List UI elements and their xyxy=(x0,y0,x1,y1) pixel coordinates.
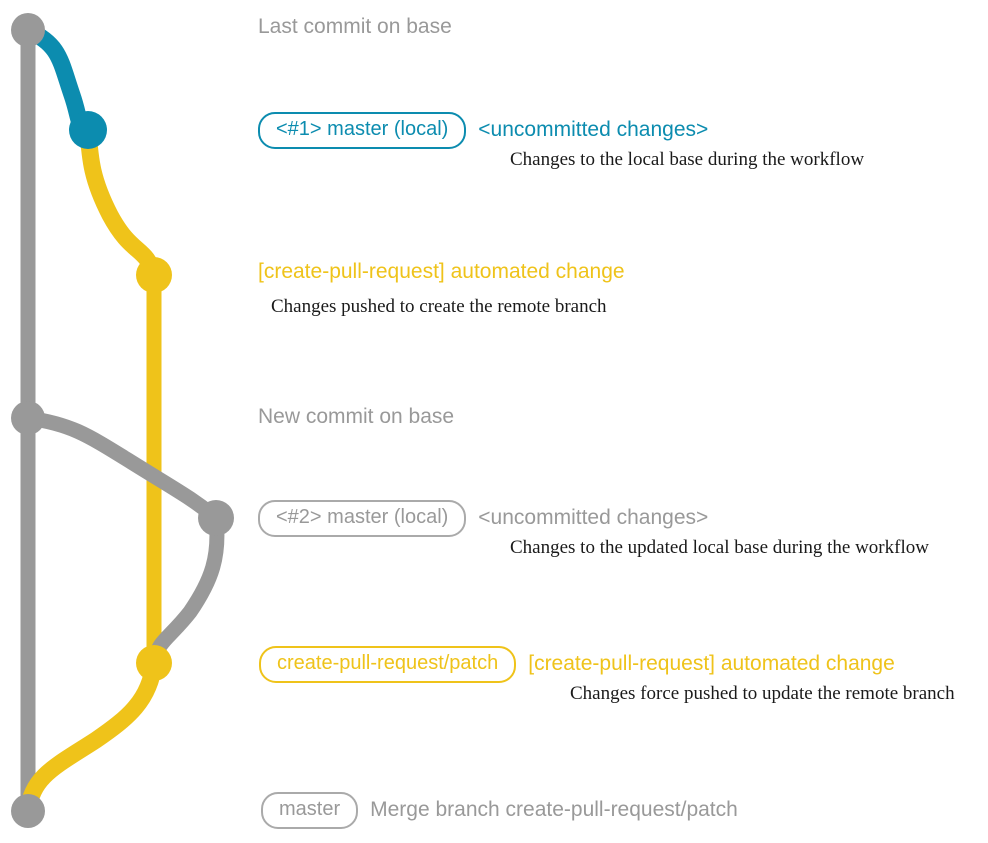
commit-row-local-2: <#2> master (local) <uncommitted changes… xyxy=(258,500,708,537)
commit-subject: [create-pull-request] automated change xyxy=(258,260,625,283)
commit-subject: <uncommitted changes> xyxy=(478,506,709,530)
commit-row-automated-change-2: create-pull-request/patch [create-pull-r… xyxy=(259,646,895,683)
commit-description-automated-change-1: Changes pushed to create the remote bran… xyxy=(271,296,607,317)
merge-back-line xyxy=(19,654,163,820)
commit-row-merge-commit: master Merge branch create-pull-request/… xyxy=(261,792,738,829)
commit-description-automated-change-2: Changes force pushed to update the remot… xyxy=(570,683,955,704)
commit-subject: Last commit on base xyxy=(258,15,452,38)
branch-badge-local-2[interactable]: <#2> master (local) xyxy=(258,500,467,537)
commit-row-local-1: <#1> master (local) <uncommitted changes… xyxy=(258,112,708,149)
commit-row-new-commit-on-base: New commit on base xyxy=(258,405,455,428)
commit-node-local-1[interactable] xyxy=(69,111,107,149)
commit-description-local-2: Changes to the updated local base during… xyxy=(510,537,929,558)
remote-branch-upper-line xyxy=(79,121,163,284)
branch-badge-local-1[interactable]: <#1> master (local) xyxy=(258,112,467,149)
commit-node-last-commit-on-base[interactable] xyxy=(11,13,45,47)
commit-node-merge-commit[interactable] xyxy=(11,794,45,828)
branch-badge-create-pull-request-patch[interactable]: create-pull-request/patch xyxy=(259,646,517,683)
commit-node-new-commit-on-base[interactable] xyxy=(11,401,45,435)
commit-subject: Merge branch create-pull-request/patch xyxy=(370,798,738,822)
commit-row-automated-change-1: [create-pull-request] automated change xyxy=(258,260,625,283)
commit-description-local-1: Changes to the local base during the wor… xyxy=(510,149,865,170)
commit-subject: New commit on base xyxy=(258,405,455,428)
commit-node-automated-change-1[interactable] xyxy=(136,257,172,293)
branch-badge-master[interactable]: master xyxy=(261,792,359,829)
commit-subject: <uncommitted changes> xyxy=(478,118,709,142)
commit-row-last-commit-on-base: Last commit on base xyxy=(258,15,452,38)
commit-subject: [create-pull-request] automated change xyxy=(528,652,895,676)
commit-node-local-2[interactable] xyxy=(198,500,234,536)
local-branch-2-line xyxy=(20,410,224,526)
commit-node-automated-change-2[interactable] xyxy=(136,645,172,681)
local-2-to-automated-line xyxy=(146,510,225,671)
